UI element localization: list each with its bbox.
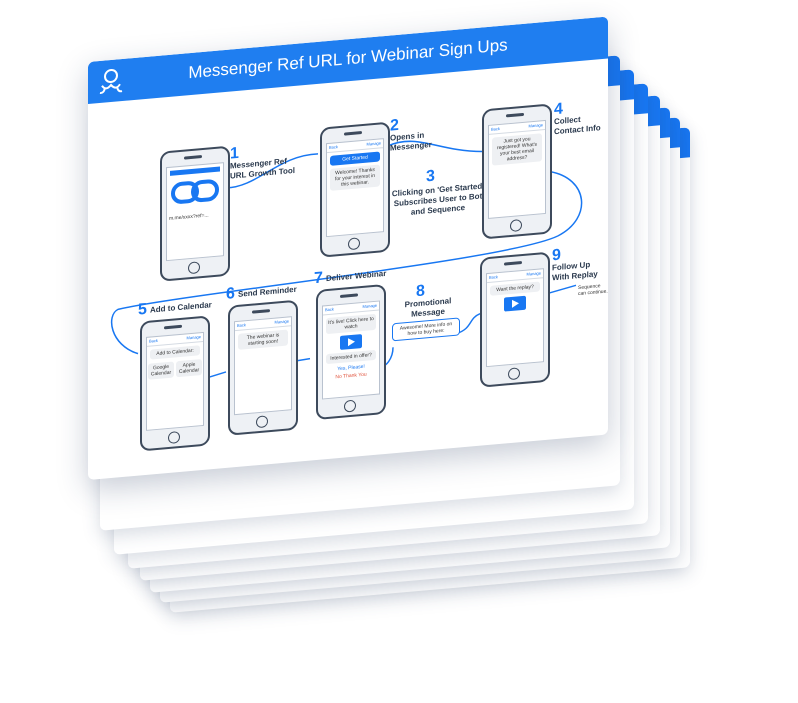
- google-calendar-button[interactable]: Google Calendar: [148, 361, 174, 380]
- add-calendar-prompt: Add to Calendar:: [150, 345, 200, 360]
- step-3-number: 3: [426, 167, 435, 186]
- welcome-message: Welcome! Thanks for your interest in thi…: [330, 164, 380, 191]
- live-message: It's live! Click here to watch: [326, 313, 376, 335]
- step-5-number: 5: [138, 300, 147, 319]
- flow-connectors: [110, 140, 583, 384]
- replay-question: Want the replay?: [490, 281, 540, 296]
- link-icon: [171, 179, 219, 204]
- manychat-logo-icon: [99, 68, 123, 95]
- reminder-message: The webinar is starting soon!: [238, 329, 288, 350]
- apple-calendar-button[interactable]: Apple Calendar: [176, 359, 202, 378]
- header-bar: Messenger Ref URL for Webinar Sign Ups: [88, 16, 608, 104]
- step-7-number: 7: [314, 269, 323, 288]
- play-video-icon[interactable]: [340, 334, 362, 350]
- phone-step-1: m.me/xxxx?ref=...: [160, 145, 230, 282]
- offer-question: Interested in offer?: [326, 349, 376, 365]
- main-card: Messenger Ref URL for Webinar Sign Ups m…: [88, 16, 608, 481]
- email-question: Just got you registered! What's your bes…: [492, 133, 542, 166]
- step-6-number: 6: [226, 285, 235, 303]
- ref-url-text: m.me/xxxx?ref=...: [169, 212, 209, 222]
- replay-play-icon[interactable]: [504, 295, 526, 312]
- get-started-button[interactable]: Get Started: [330, 151, 380, 166]
